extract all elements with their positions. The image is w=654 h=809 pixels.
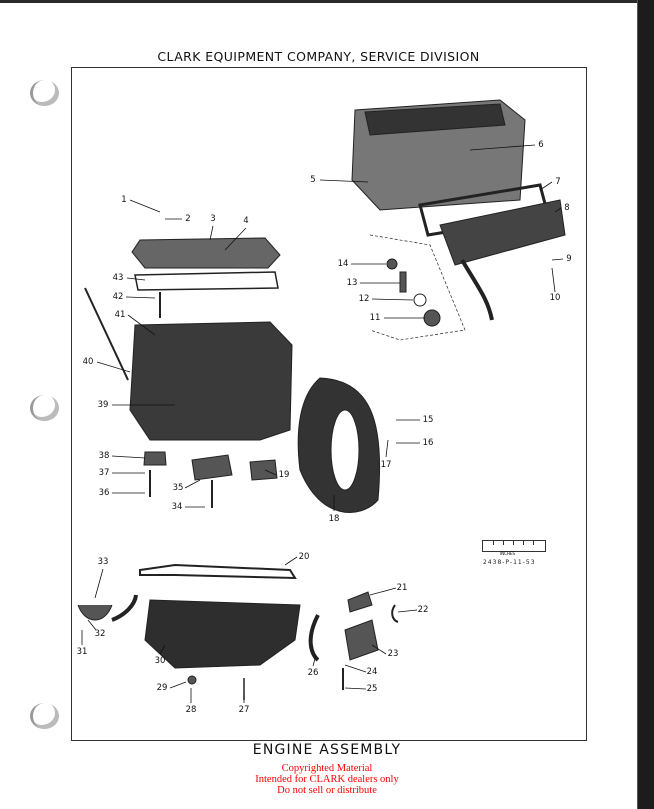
callout-19: 19 [278, 470, 290, 480]
callout-36: 36 [98, 488, 110, 498]
callout-22: 22 [417, 605, 429, 615]
callout-14: 14 [337, 259, 349, 269]
callout-26: 26 [307, 668, 319, 678]
callout-30: 30 [154, 656, 166, 666]
callout-34: 34 [171, 502, 183, 512]
callout-2: 2 [185, 214, 191, 224]
scale-tick [503, 541, 504, 545]
callout-17: 17 [380, 460, 392, 470]
viewer-top-border [0, 0, 654, 3]
callout-39: 39 [97, 400, 109, 410]
callout-3: 3 [210, 214, 216, 224]
callout-24: 24 [366, 667, 378, 677]
callout-41: 41 [114, 310, 126, 320]
callout-20: 20 [298, 552, 310, 562]
engine-block-part [129, 321, 293, 441]
cylinder-head-part [131, 237, 281, 269]
callout-27: 27 [238, 705, 250, 715]
distribution-notice: Do not sell or distribute [277, 785, 377, 796]
callout-28: 28 [185, 705, 197, 715]
drawing-number: 2438-P-11-53 [483, 559, 536, 566]
callout-11: 11 [369, 313, 381, 323]
callout-7: 7 [555, 177, 561, 187]
callout-29: 29 [156, 683, 168, 693]
callout-6: 6 [538, 140, 544, 150]
callout-38: 38 [98, 451, 110, 461]
callout-12: 12 [358, 294, 370, 304]
callout-9: 9 [566, 254, 572, 264]
callout-1: 1 [121, 195, 127, 205]
scale-label: INCHES [500, 551, 516, 556]
callout-23: 23 [387, 649, 399, 659]
callout-8: 8 [564, 203, 570, 213]
callout-33: 33 [97, 557, 109, 567]
callout-37: 37 [98, 468, 110, 478]
figure-frame [71, 67, 587, 741]
callout-18: 18 [328, 514, 340, 524]
binder-hole [30, 703, 59, 729]
viewer-scrollbar-area[interactable] [637, 0, 654, 809]
dealer-notice: Intended for CLARK dealers only [255, 774, 399, 785]
callout-40: 40 [82, 357, 94, 367]
binder-hole [30, 395, 59, 421]
callout-32: 32 [94, 629, 106, 639]
callout-35: 35 [172, 483, 184, 493]
callout-31: 31 [76, 647, 88, 657]
scale-tick [513, 541, 514, 545]
callout-5: 5 [310, 175, 316, 185]
callout-16: 16 [422, 438, 434, 448]
callout-13: 13 [346, 278, 358, 288]
scale-bar [482, 540, 546, 552]
callout-21: 21 [396, 583, 408, 593]
callout-42: 42 [112, 292, 124, 302]
page-header: CLARK EQUIPMENT COMPANY, SERVICE DIVISIO… [157, 49, 480, 64]
binder-hole [30, 80, 59, 106]
callout-10: 10 [549, 293, 561, 303]
figure-title: ENGINE ASSEMBLY [252, 742, 402, 758]
oil-pan-part [144, 599, 301, 669]
copyright-notice: Copyrighted Material [281, 763, 373, 774]
callout-15: 15 [422, 415, 434, 425]
scale-tick [523, 541, 524, 545]
scale-tick [493, 541, 494, 545]
callout-43: 43 [112, 273, 124, 283]
callout-25: 25 [366, 684, 378, 694]
callout-4: 4 [243, 216, 249, 226]
scale-tick [533, 541, 534, 545]
